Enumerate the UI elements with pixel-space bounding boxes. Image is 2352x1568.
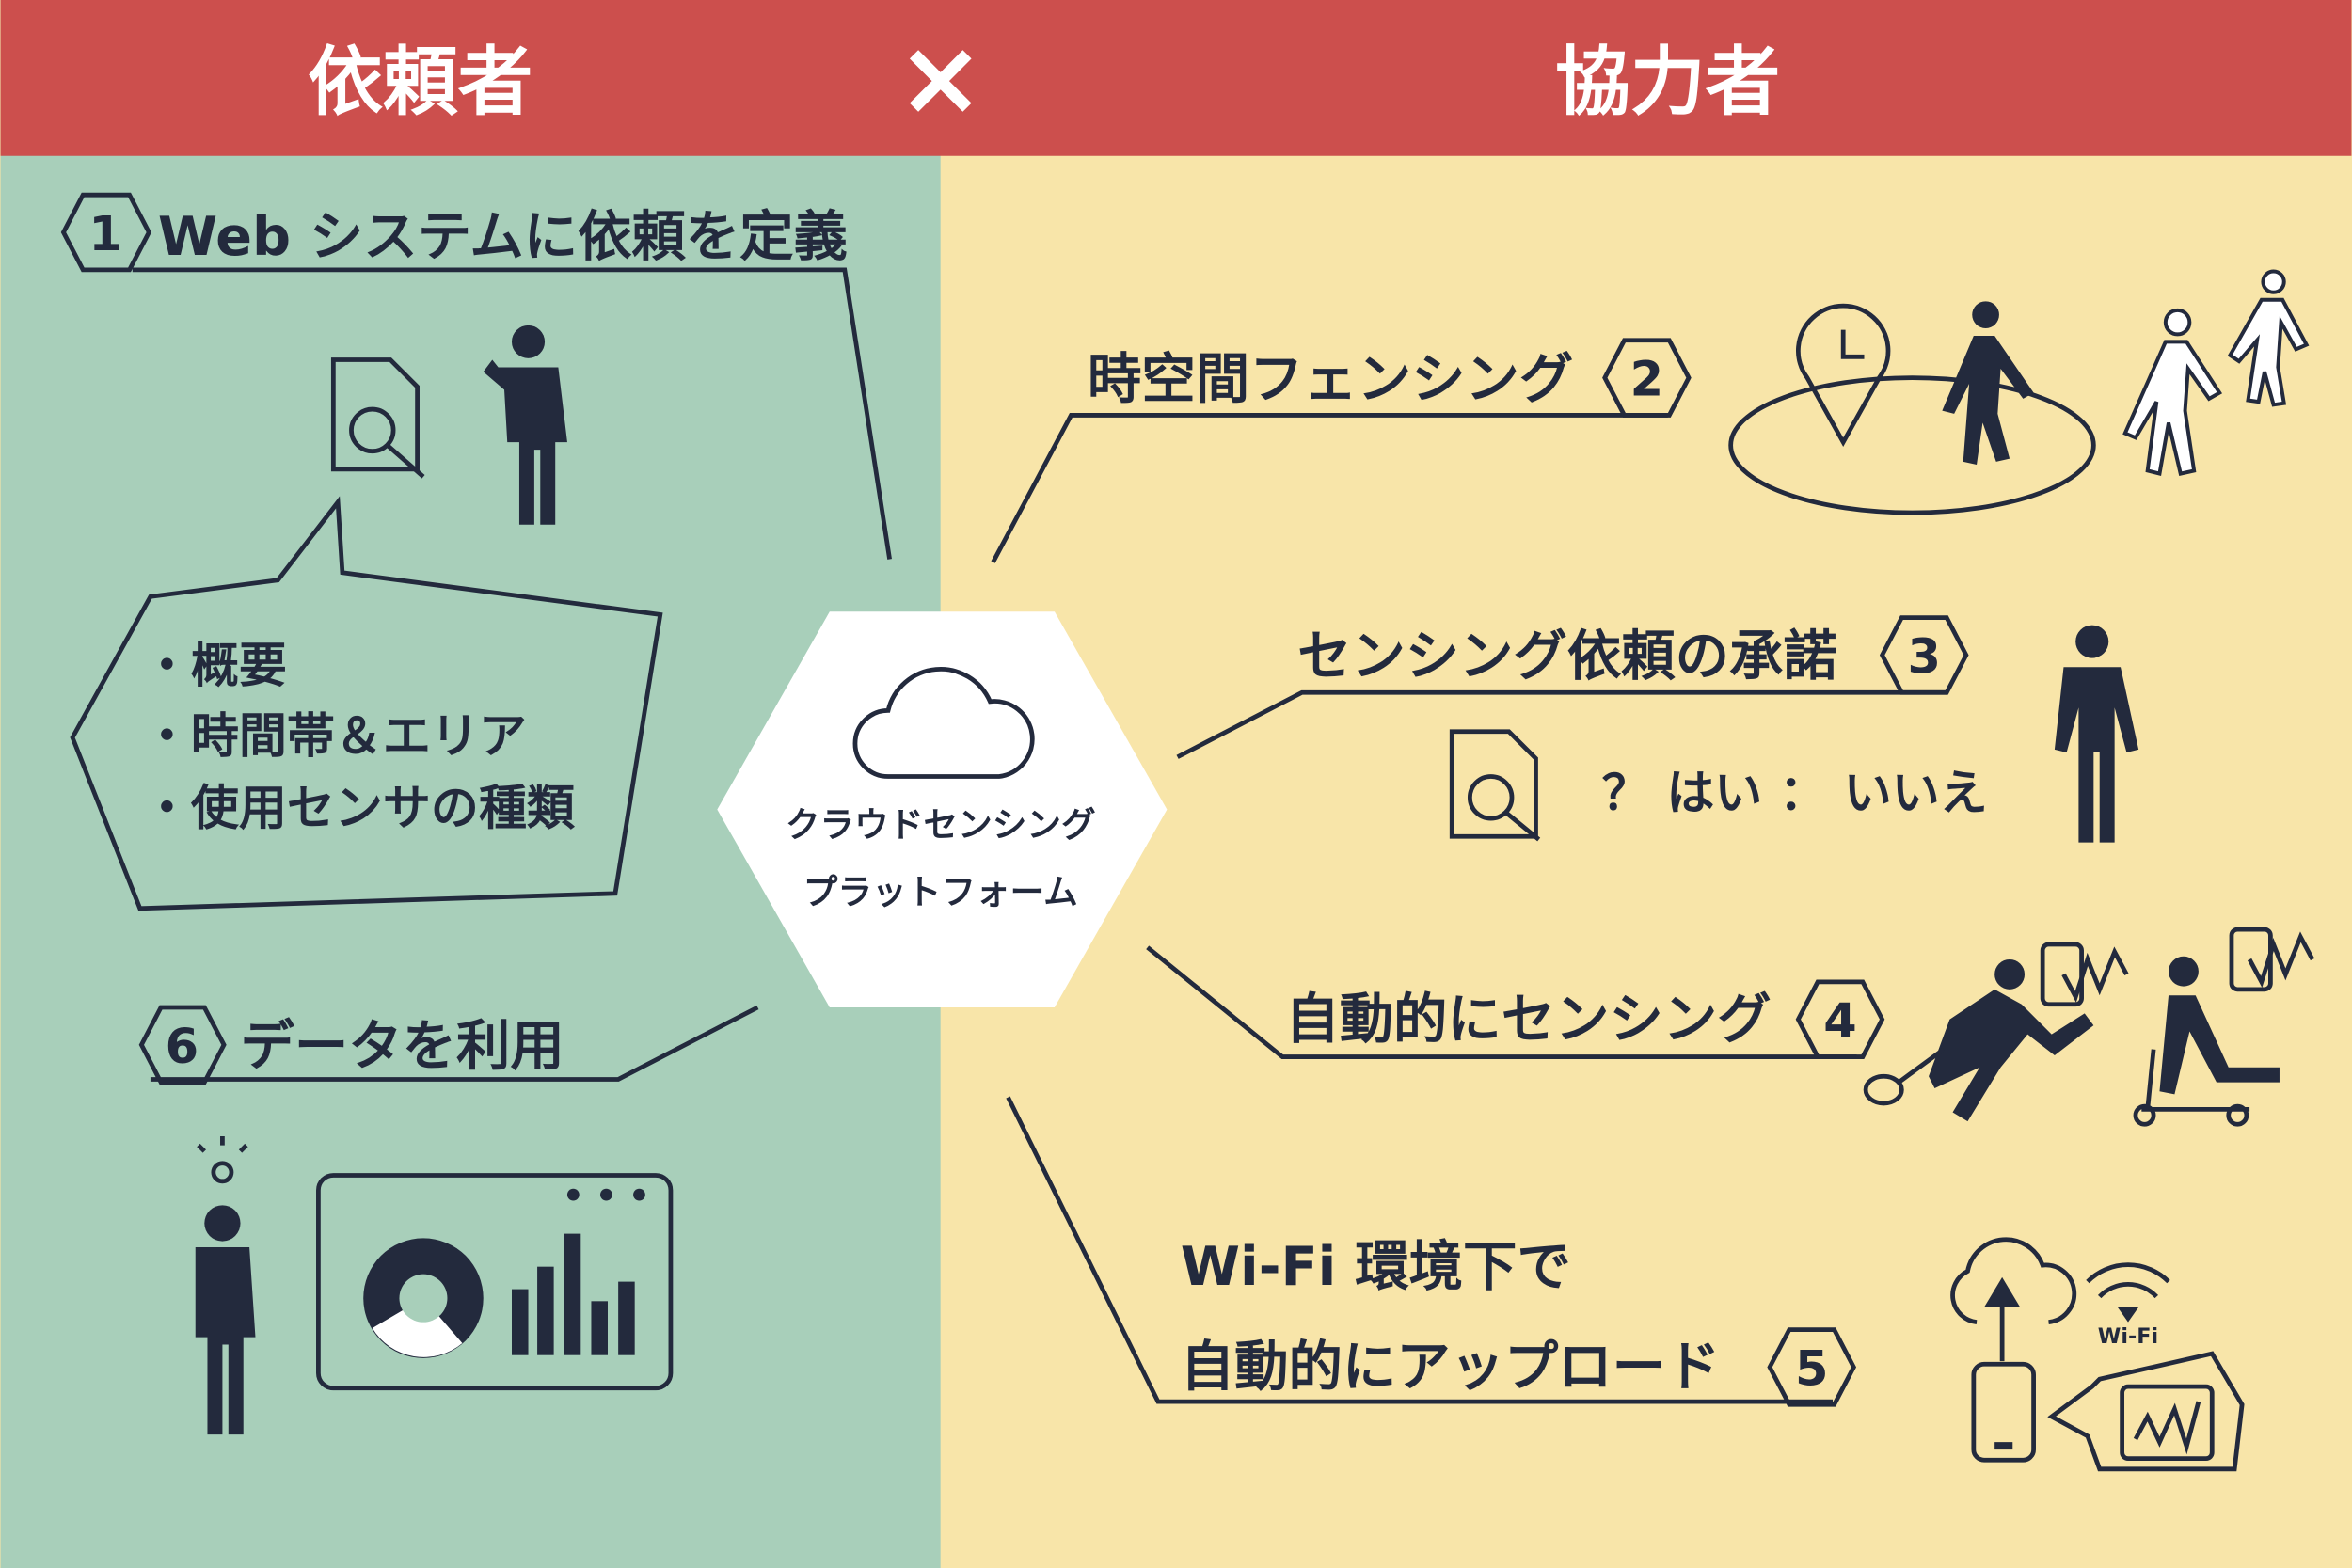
step3-label: センシング依頼の承諾 [1297,625,1837,688]
walking-people-outline-icon [2122,269,2310,477]
step4-label: 自動的にセンシング [1285,988,1771,1051]
businessman-icon [483,325,567,525]
step5-connector [1006,1096,1834,1404]
geofence-ellipse [1728,375,2096,515]
step4-connector [1146,945,1857,1059]
step3-connector [1176,689,1947,759]
tennis-player-with-phone-icon [1863,942,2129,1122]
walking-person-icon [1942,301,2034,466]
step6-connector [150,1005,759,1082]
wifi-icon [2086,1262,2170,1323]
platform-name-line2: プラットフォーム [803,872,1078,912]
data-file-bubble-icon [2047,1351,2245,1472]
request-bubble [70,496,663,911]
step2-connector [991,413,1668,563]
person-idea-icon [195,1136,256,1435]
cloud-icon [852,667,1035,779]
step3-badge: 3 [1879,615,1969,695]
location-clock-pin-icon [1796,303,1891,448]
step5-label-line1: Wi-Fi 環境下で [1181,1235,1571,1298]
document-search-icon [1449,729,1541,842]
step1-badge: 1 [60,192,152,273]
cloud-upload-icon [1950,1237,2077,1362]
collaborator-panel [940,0,2352,1568]
bubble-item-sensor-types: ・使用センサの種類 [143,782,576,837]
step2-label: 時空間フェンシング [1088,347,1573,410]
step2-badge: 2 [1602,338,1692,418]
step6-label: データを利用 [241,1015,564,1078]
header-requester: 依頼者 [308,39,532,126]
person-with-phone-icon [2054,625,2139,843]
step5-label-line2: 自動的にアップロード [1181,1336,1721,1399]
scooter-rider-with-phone-icon [2133,927,2315,1127]
step6-badge: 6 [138,1005,227,1085]
svg-text:5: 5 [1795,1342,1828,1398]
bar-chart [511,1289,529,1355]
step4-badge: 4 [1795,979,1885,1059]
svg-text:3: 3 [1908,630,1941,686]
bubble-item-time-area: ・時間帯＆エリア [143,709,527,765]
step5-badge: 5 [1767,1327,1857,1407]
svg-text:2: 2 [1630,353,1663,408]
header-collaborator: 協力者 [1555,39,1780,126]
platform-hexagon [717,611,1168,1007]
svg-text:4: 4 [1823,994,1856,1050]
document-search-icon [330,357,425,479]
smartphone-icon [1971,1361,2036,1463]
step1-label: Web システムに依頼を定義 [158,205,848,268]
platform-name-line1: クラウドセンシング [786,804,1096,845]
svg-text:1: 1 [88,207,121,262]
svg-text:6: 6 [166,1020,199,1075]
wifi-label: Wi-Fi [2098,1324,2158,1349]
step1-connector [132,267,892,560]
approval-prompt: ？ はい ： いいえ [1602,767,1988,822]
dashboard-icon [316,1173,674,1391]
bubble-item-overview: ・概要 [143,639,287,694]
header-bar [0,0,2352,156]
header-cross: × [897,17,984,139]
